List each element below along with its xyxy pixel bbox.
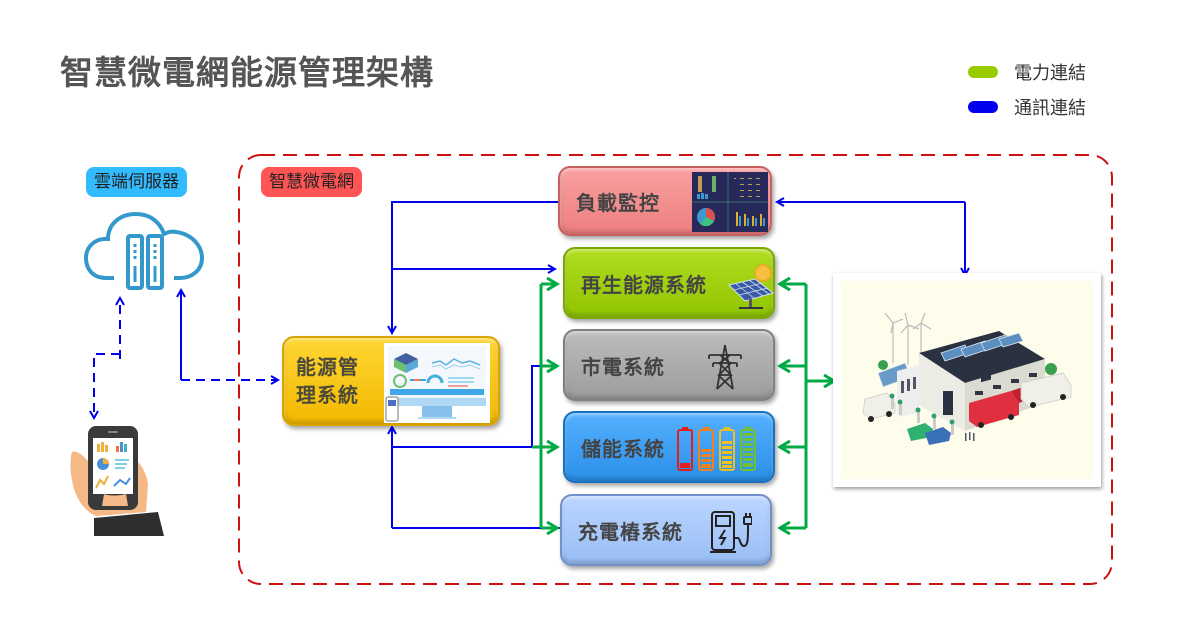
page-title: 智慧微電網能源管理架構 — [60, 53, 434, 92]
system-box-ev-charger[interactable]: 充電樁系統 — [560, 494, 772, 566]
cloud-server-icon[interactable] — [84, 206, 208, 290]
ems-label-line1: 能源管 — [296, 355, 359, 379]
solar-panel-icon — [728, 264, 775, 309]
microgrid-site-image — [833, 273, 1101, 487]
system-label-load-monitoring: 負載監控 — [576, 190, 660, 215]
system-label-renewable: 再生能源系統 — [581, 272, 707, 297]
dashboard-chart-icon — [692, 172, 768, 232]
ems-box[interactable]: 能源管 理系統 — [282, 336, 500, 426]
system-label-energy-storage: 儲能系統 — [581, 436, 665, 461]
comm-ems-to-grid — [392, 365, 545, 448]
legend: 電力連結 通訊連結 — [968, 60, 1086, 119]
dashboard-monitor-icon — [384, 343, 490, 423]
microgrid-tag: 智慧微電網 — [261, 167, 362, 197]
ems-label: 能源管 理系統 — [284, 353, 359, 409]
comm-cloud-to-ems — [180, 290, 278, 380]
system-box-renewable[interactable]: 再生能源系統 — [563, 247, 775, 319]
battery-icon — [677, 427, 756, 471]
comm-link-swatch — [968, 101, 998, 113]
power-link-swatch — [968, 66, 998, 78]
factory-building-icon — [841, 281, 1093, 479]
legend-label-power: 電力連結 — [1014, 63, 1086, 84]
ev-charger-icon — [710, 511, 752, 553]
legend-item-power: 電力連結 — [968, 60, 1086, 84]
system-box-energy-storage[interactable]: 儲能系統 — [563, 411, 775, 483]
ems-label-line2: 理系統 — [296, 383, 359, 407]
system-label-utility-grid: 市電系統 — [581, 354, 665, 379]
cloud-server-tag: 雲端伺服器 — [86, 167, 187, 197]
smartphone-hand-icon[interactable] — [68, 424, 164, 536]
system-label-ev-charger: 充電樁系統 — [578, 519, 683, 544]
legend-label-comm: 通訊連結 — [1014, 98, 1086, 119]
system-box-load-monitoring[interactable]: 負載監控 — [558, 166, 772, 236]
power-tower-icon — [708, 344, 742, 390]
legend-item-comm: 通訊連結 — [968, 95, 1086, 119]
comm-load-to-ems — [392, 201, 560, 333]
system-box-utility-grid[interactable]: 市電系統 — [563, 329, 775, 401]
comm-cloud-to-phone — [94, 353, 120, 418]
microgrid-boundary — [238, 154, 1113, 585]
